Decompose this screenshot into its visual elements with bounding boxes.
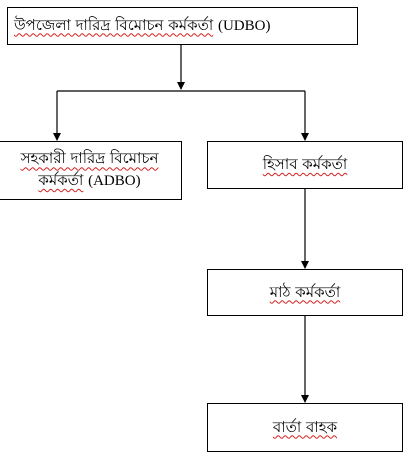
udbo-abbr: (UDBO) [217,17,271,34]
messenger-box: বার্তা বাহক [207,403,403,452]
accounts-officer-title: হিসাব কর্মকর্তা [262,155,348,174]
adbo-box: সহকারী দারিদ্র বিমোচন কর্মকর্তা (ADBO) [0,141,182,200]
accounts-officer-box: হিসাব কর্মকর্তা [207,141,403,189]
adbo-title-line2: কর্মকর্তা [38,171,84,189]
field-officer-title: মাঠ কর্মকর্তা [269,282,341,301]
field-officer-box: মাঠ কর্মকর্তা [207,269,403,316]
udbo-title: উপজেলা দারিদ্র বিমোচন কর্মকর্তা [14,15,214,34]
udbo-box: উপজেলা দারিদ্র বিমোচন কর্মকর্তা (UDBO) [7,7,358,45]
adbo-title-line1: সহকারী দারিদ্র বিমোচন [20,149,159,168]
adbo-abbr: (ADBO) [88,173,141,189]
messenger-title: বার্তা বাহক [272,417,338,436]
